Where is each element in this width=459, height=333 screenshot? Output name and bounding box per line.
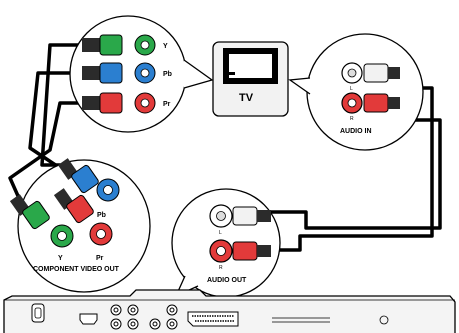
power-socket-icon — [31, 303, 45, 323]
tv-pr-label: Pr — [163, 101, 171, 108]
tv-audio-input-callout — [288, 33, 424, 151]
player-y-plug — [9, 194, 74, 248]
tv-audio-l-jack — [341, 62, 400, 84]
player-pr-label: Pr — [96, 255, 104, 262]
player-pb-label: Pb — [97, 212, 106, 219]
player-audio-r-label: R — [219, 265, 223, 271]
component-video-cable — [8, 43, 82, 206]
player-audio-r-jack — [209, 239, 271, 263]
tv-pr-jack — [82, 92, 156, 114]
player-audio-l-jack — [209, 204, 271, 228]
audio-out-title: AUDIO OUT — [207, 277, 247, 284]
tv-y-label: Y — [163, 43, 168, 50]
tv-pb-jack — [82, 62, 156, 84]
panel-vents — [272, 315, 389, 325]
tv-y-jack — [82, 34, 156, 56]
player-audio-l-label: L — [219, 230, 222, 236]
hdmi-port-icon — [79, 313, 98, 325]
player-pr-plug — [53, 188, 113, 246]
tv-audio-l-label: L — [350, 86, 353, 92]
tv-icon — [212, 41, 289, 117]
audio-in-title: AUDIO IN — [340, 128, 372, 135]
rca-ports-group — [110, 304, 178, 330]
tv-audio-r-jack — [341, 92, 400, 114]
component-video-out-title: COMPONENT VIDEO OUT — [33, 266, 120, 273]
tv-label: TV — [239, 92, 254, 104]
tv-pb-label: Pb — [163, 71, 172, 78]
tv-audio-r-label: R — [350, 116, 354, 122]
player-pb-plug — [57, 158, 120, 202]
scart-port-icon — [187, 311, 239, 327]
player-y-label: Y — [58, 255, 63, 262]
